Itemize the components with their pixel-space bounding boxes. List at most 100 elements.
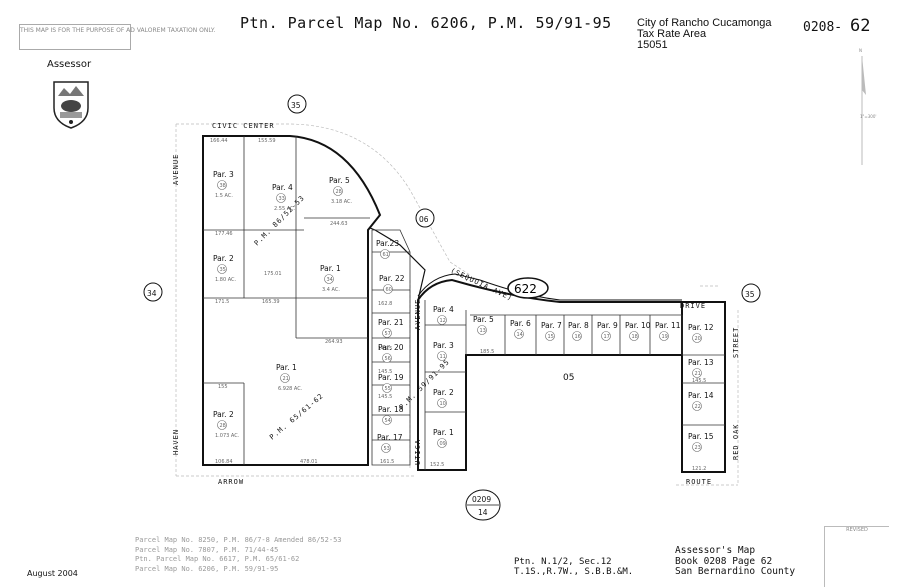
parcel-label: Par. 2: [213, 254, 234, 263]
parcel-number: 54: [385, 418, 391, 424]
svg-text:185.5: 185.5: [480, 349, 494, 355]
parcel-area: 3.4 AC.: [322, 287, 340, 293]
svg-text:145.5: 145.5: [378, 346, 392, 352]
parcel-redoak-1[interactable]: Par. 14 22: [688, 391, 714, 411]
parcel-number-circle: [692, 368, 702, 378]
adjacent-page-top[interactable]: 35: [287, 94, 307, 114]
parcel-label: Par. 19: [378, 373, 404, 382]
parcel-number: 13: [480, 328, 486, 334]
svg-text:155.59: 155.59: [258, 138, 276, 144]
parcel-number-circle: [629, 331, 639, 341]
parcel-number-circle: [382, 383, 392, 393]
parcel-drive-1[interactable]: Par. 614: [510, 319, 531, 339]
reference-item: Parcel Map No. 6206, P.M. 59/91-95: [135, 564, 279, 573]
parcel-label: Par. 2: [213, 410, 234, 419]
parcel-utica-2[interactable]: Par. 210: [433, 388, 454, 408]
pm-65-label: P.M. 65/61-62: [268, 392, 325, 442]
parcel-number: 22: [695, 404, 701, 410]
parcel-label: Par. 6: [510, 319, 531, 328]
parcel-number: 60: [386, 287, 392, 293]
parcel-utica-0[interactable]: Par. 412: [433, 305, 454, 325]
parcel-number: 56: [385, 356, 391, 362]
parcel-mid-4[interactable]: Par. 19 55: [378, 373, 404, 393]
svg-text:0209: 0209: [472, 495, 491, 504]
parcel-number: 61: [383, 252, 389, 258]
parcel-number: 55: [385, 386, 391, 392]
county-seal-icon: [53, 81, 89, 129]
highlight-page-622[interactable]: 622: [507, 277, 549, 299]
parcel-number-circle: [659, 331, 669, 341]
parcel-number: 18: [632, 334, 638, 340]
parcel-drive-4[interactable]: Par. 917: [597, 321, 618, 341]
svg-text:177.46: 177.46: [215, 231, 233, 237]
parcel-area: 1.073 AC.: [215, 433, 240, 439]
parcel-number-circle: [692, 442, 702, 452]
parcel-label: Par. 3: [433, 341, 454, 350]
svg-text:155: 155: [218, 384, 228, 390]
parcel-label: Par. 13: [688, 358, 714, 367]
parcel-number-circle: [217, 264, 227, 274]
parcel-number-circle: [572, 331, 582, 341]
parcel-number-circle: [381, 443, 391, 453]
street-haven: HAVEN: [172, 429, 180, 455]
parcel-drive-2[interactable]: Par. 715: [541, 321, 562, 341]
tax-rate-area-label: Tax Rate Area: [637, 28, 707, 40]
parcel-number-circle: [437, 438, 447, 448]
street-red-oak: RED OAK: [732, 423, 740, 460]
parcel-utica-3[interactable]: Par. 109: [433, 428, 454, 448]
reference-item: Parcel Map No. 7807, P.M. 71/44-45: [135, 545, 279, 554]
parcel-number-circle: [280, 373, 290, 383]
svg-text:35: 35: [745, 290, 755, 299]
adjacent-page-mid[interactable]: 06: [415, 208, 435, 228]
parcel-number: 28: [336, 189, 342, 195]
parcel-number-circle: [217, 420, 227, 430]
adjacent-book-bottom[interactable]: 0209 14: [465, 489, 501, 521]
street-arrow: ARROW: [218, 478, 244, 486]
svg-text:162.8: 162.8: [378, 301, 392, 307]
parcel-number: 17: [604, 334, 610, 340]
svg-text:622: 622: [514, 282, 537, 296]
svg-text:1"=300': 1"=300': [860, 114, 876, 119]
parcel-utica-1[interactable]: Par. 311: [433, 341, 454, 361]
street-utica-avenue: AVENUE: [414, 299, 422, 330]
parcel-number: 35: [220, 267, 226, 273]
city-name: City of Rancho Cucamonga: [637, 17, 772, 29]
parcel-area: 6.928 AC.: [278, 386, 303, 392]
disclaimer-text: THIS MAP IS FOR THE PURPOSE OF AD VALORE…: [20, 27, 216, 34]
tax-rate-area-number: 15051: [637, 39, 668, 51]
reference-list: Parcel Map No. 8250, P.M. 86/7-8 Amended…: [135, 536, 342, 574]
adjacent-page-right[interactable]: 35: [741, 283, 761, 303]
city-block: City of Rancho Cucamonga Tax Rate Area 1…: [637, 18, 772, 51]
parcel-drive-0[interactable]: Par. 513: [473, 315, 494, 335]
parcel-label: Par. 2: [433, 388, 454, 397]
svg-text:34: 34: [147, 289, 157, 298]
parcel-label: Par. 4: [433, 305, 454, 314]
svg-text:N: N: [859, 48, 862, 53]
adjacent-page-left[interactable]: 34: [143, 282, 163, 302]
parcel-drive-3[interactable]: Par. 816: [568, 321, 589, 341]
parcel-label: Par. 14: [688, 391, 714, 400]
svg-text:161.5: 161.5: [380, 459, 394, 465]
section-block: Ptn. N.1/2, Sec.12 T.1S.,R.7W., S.B.B.&M…: [514, 557, 633, 577]
svg-text:264.93: 264.93: [325, 339, 343, 345]
parcel-number: 09: [440, 441, 446, 447]
parcel-label: Par. 7: [541, 321, 562, 330]
